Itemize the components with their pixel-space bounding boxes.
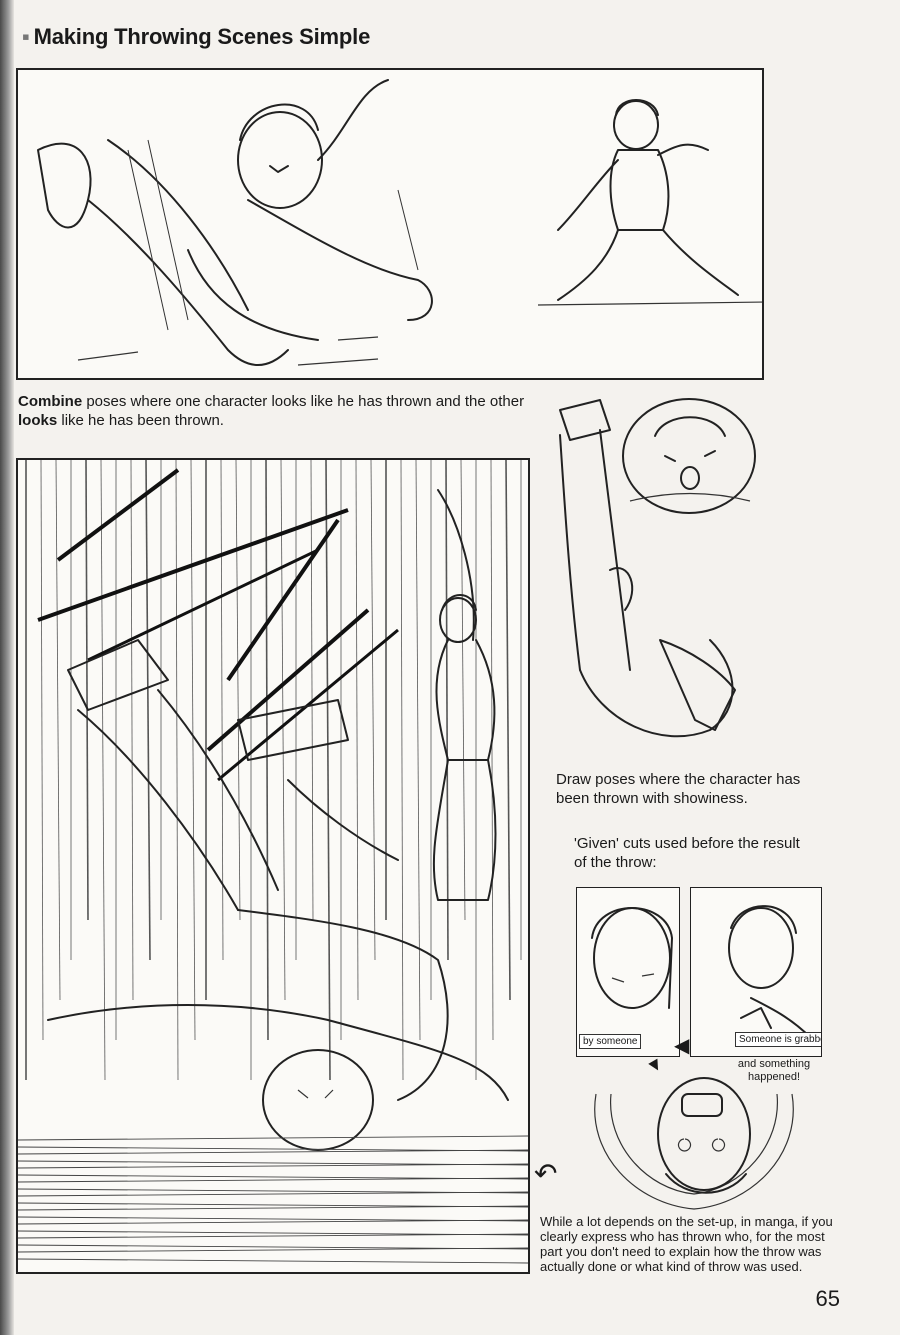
arrow-left-icon: ◀ [674, 1035, 690, 1057]
thrown-legs-up-illustration [559, 399, 736, 738]
speed-line [130, 460, 134, 1001]
given-cut-left-illustration [591, 907, 673, 1009]
looks-text: like he has been thrown. [57, 412, 224, 429]
curved-arrow-icon: ↶ [534, 1158, 558, 1189]
speed-line [85, 460, 89, 921]
floor-impact-line [18, 1233, 528, 1239]
speed-line [355, 460, 359, 1001]
motion-lines [127, 139, 419, 331]
thrown-character-figure [37, 79, 433, 366]
shouting-face-illustration [622, 398, 756, 514]
floor-impact-line [18, 1258, 528, 1264]
draw-poses-text: Draw poses where the character has been … [556, 771, 801, 807]
speed-line [175, 460, 179, 1081]
flipped-man-figure [47, 639, 509, 1151]
page-title-text: Making Throwing Scenes Simple [33, 24, 371, 49]
speed-line [265, 460, 269, 1041]
by-someone-label: by someone [579, 1034, 642, 1049]
something-happened-caption: and something happened! [734, 1058, 814, 1084]
top-panel-illustration [37, 79, 762, 366]
standing-woman-figure [432, 489, 497, 901]
floor-impact-line [18, 1191, 528, 1197]
top-panel [16, 68, 764, 380]
speed-line [310, 460, 314, 921]
speed-line [370, 460, 376, 961]
given-cut-right-illustration [728, 905, 812, 1039]
impact-slash-lines [37, 468, 399, 782]
main-panel [16, 458, 530, 1274]
speed-line [490, 460, 494, 1041]
floor-impact-line [18, 1149, 528, 1155]
floor-impact-line [18, 1205, 528, 1211]
thrown-legs-up-drawing [540, 390, 780, 770]
combine-caption: Combine poses where one character looks … [18, 392, 538, 430]
combine-word: Combine [18, 393, 83, 410]
upside-down-face-circle [576, 1054, 812, 1218]
speed-line [55, 460, 61, 1001]
given-cut-panel-left: by someone [576, 887, 680, 1057]
thrower-character-figure [537, 99, 762, 306]
looks-word: looks [18, 412, 58, 429]
given-cuts-text: 'Given' cuts used before the result of t… [574, 835, 800, 871]
floor-impact-lines [18, 1135, 528, 1264]
floor-impact-line [18, 1219, 528, 1225]
floor-impact-line [18, 1177, 528, 1183]
given-cut-panel-right: Someone is grabbed [690, 887, 822, 1057]
speed-line [280, 460, 286, 1001]
speed-line [415, 460, 421, 1041]
speed-line [220, 460, 224, 961]
speed-line [40, 460, 44, 1041]
explanation-text: While a lot depends on the set-up, in ma… [540, 1214, 833, 1274]
speed-line [400, 460, 404, 1081]
page-number: 65 [815, 1286, 840, 1311]
speed-line [445, 460, 449, 961]
section-marker-icon: ▪ [22, 24, 30, 49]
something-happened-text: and something happened! [737, 1058, 811, 1083]
upside-down-face-illustration [594, 1077, 794, 1210]
speed-line [190, 460, 196, 1041]
page-title: ▪Making Throwing Scenes Simple [22, 24, 370, 50]
combine-text: poses where one character looks like he … [82, 393, 525, 410]
speed-lines-background [25, 460, 522, 1081]
speed-line [235, 460, 241, 921]
main-panel-illustration [18, 460, 528, 1264]
given-cuts-caption: 'Given' cuts used before the result of t… [574, 834, 814, 872]
book-spine-shadow [0, 0, 14, 1335]
floor-impact-line [18, 1163, 528, 1169]
shouting-face-circle [620, 396, 758, 516]
floor-impact-line [18, 1135, 528, 1141]
speed-line [100, 460, 106, 1081]
someone-grabbed-label: Someone is grabbed [735, 1032, 821, 1047]
explanation-caption: While a lot depends on the set-up, in ma… [540, 1214, 850, 1274]
speed-line [460, 460, 466, 921]
speed-line [325, 460, 331, 1081]
floor-impact-line [18, 1247, 528, 1253]
speed-line [505, 460, 511, 1001]
speed-line [145, 460, 151, 961]
draw-poses-caption: Draw poses where the character has been … [556, 770, 816, 808]
